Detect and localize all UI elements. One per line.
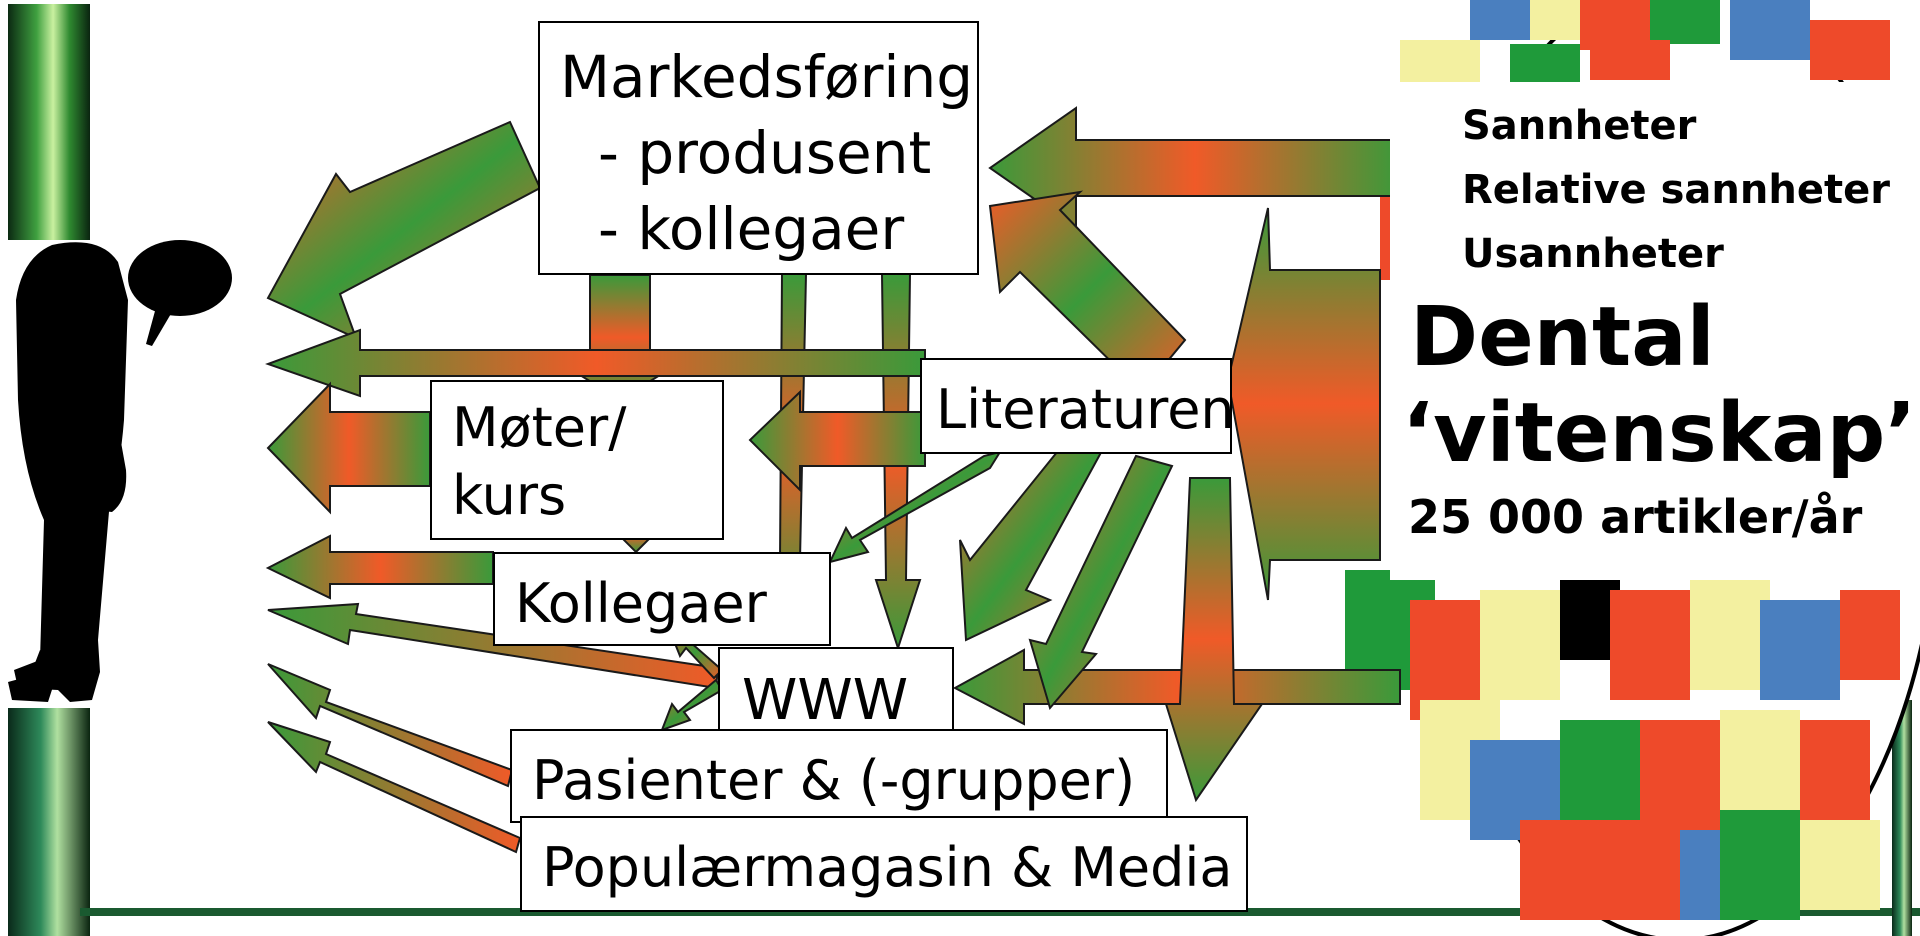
www-label: WWW (742, 668, 909, 733)
patients-label: Pasienter & (-grupper) (532, 749, 1136, 812)
colleagues-label: Kollegaer (515, 572, 767, 635)
arrow-science-block-left (1226, 207, 1381, 601)
meetings-box: Møter/ kurs (430, 380, 724, 540)
decor-right-strip (1892, 700, 1912, 936)
arrow-patients-to-person (267, 663, 514, 788)
decor-strip-bottom (8, 708, 90, 936)
meetings-line1: Møter/ (452, 396, 627, 459)
dental-science-panel: Sannheter Relative sannheter Usannheter … (1390, 82, 1920, 580)
marketing-producer: - produsent (598, 119, 932, 187)
arrow-popular-to-person (267, 721, 522, 854)
arrow-www-to-patients (660, 678, 724, 732)
marketing-colleagues: - kollegaer (598, 195, 905, 263)
patients-box: Pasienter & (-grupper) (510, 729, 1168, 823)
decor-strip-top (8, 4, 90, 240)
science-relative-truths: Relative sannheter (1462, 167, 1890, 213)
marketing-title: Markedsføring (560, 43, 974, 111)
arrow-science-to-www (952, 648, 1401, 726)
arrow-meetings-to-person (266, 381, 431, 515)
tired-person-silhouette (8, 240, 232, 702)
www-box: WWW (718, 647, 954, 735)
science-title-line2: ‘vitenskap’ (1402, 386, 1917, 481)
marketing-box: Markedsføring - produsent - kollegaer (538, 21, 979, 275)
arrow-literature-to-colleagues (828, 450, 1003, 564)
arrow-science-to-patients-2 (1028, 454, 1174, 711)
colleagues-box: Kollegaer (493, 552, 831, 646)
arrow-science-to-patients-3 (1164, 477, 1264, 803)
arrows (265, 106, 1401, 854)
arrow-www-to-person-1 (267, 602, 720, 690)
science-truths: Sannheter (1462, 103, 1697, 149)
arrow-literature-to-www (748, 389, 926, 493)
science-article-count: 25 000 artikler/år (1408, 490, 1863, 544)
arrow-science-to-marketing (988, 106, 1401, 230)
science-untruths: Usannheter (1462, 231, 1724, 277)
decor-bottom-line (80, 908, 1920, 916)
arrow-to-person-top (265, 328, 926, 398)
meetings-line2: kurs (452, 464, 567, 527)
popular-media-label: Populærmagasin & Media (542, 836, 1233, 899)
arrow-colleagues-to-person (265, 534, 494, 600)
arrow-marketing-to-person (266, 120, 542, 340)
literature-label: Literaturen (936, 378, 1235, 441)
arrow-science-to-patients-1 (959, 435, 1112, 642)
popular-media-box: Populærmagasin & Media (520, 816, 1248, 912)
literature-box: Literaturen (920, 358, 1235, 454)
science-title-line1: Dental (1410, 290, 1715, 385)
